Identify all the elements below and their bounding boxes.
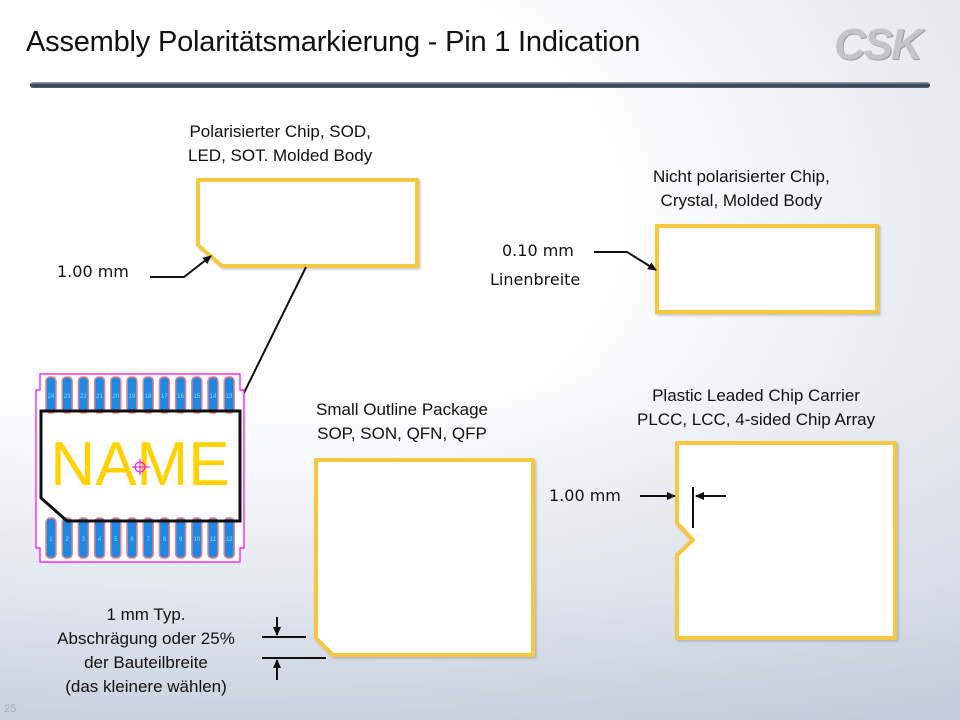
pad xyxy=(207,517,219,559)
silkscreen-body-outline xyxy=(39,409,242,523)
caption-line: Crystal, Molded Body xyxy=(660,191,823,210)
pad-number: 4 xyxy=(98,537,102,543)
sop-outline xyxy=(314,458,535,657)
pad-number: 22 xyxy=(80,394,87,400)
pad xyxy=(223,517,235,559)
note-line: der Bauteilbreite xyxy=(84,653,208,672)
pad xyxy=(110,517,122,559)
plcc-outline xyxy=(675,441,897,640)
origin-marker xyxy=(132,459,150,475)
pad-number: 10 xyxy=(193,537,200,543)
caption-line: Small Outline Package xyxy=(316,400,488,419)
pad-number: 20 xyxy=(112,394,119,400)
polarized-chip-outline xyxy=(196,178,419,268)
pad xyxy=(110,376,122,414)
pad xyxy=(61,517,73,559)
non-polarized-chip-outline xyxy=(655,224,879,314)
pad xyxy=(142,517,154,559)
pad xyxy=(158,517,171,559)
non-polarized-dimension: 0.10 mm xyxy=(502,241,574,260)
pad xyxy=(93,376,106,414)
pad xyxy=(77,376,90,414)
chamfer-dimension xyxy=(262,617,326,680)
pad xyxy=(93,517,106,559)
pad xyxy=(126,376,138,414)
pad xyxy=(191,376,203,414)
pad xyxy=(45,517,57,559)
pad xyxy=(223,376,235,414)
slide-title: Assembly Polaritätsmarkierung - Pin 1 In… xyxy=(26,26,641,58)
pad-number: 19 xyxy=(129,394,136,400)
csk-logo: CSK xyxy=(834,20,923,69)
pad xyxy=(174,376,187,414)
pad-number: 9 xyxy=(179,537,183,543)
title-divider xyxy=(30,82,930,88)
pad-number: 6 xyxy=(130,537,134,543)
pad xyxy=(77,517,90,559)
pad-number: 5 xyxy=(114,537,118,543)
caption-line: Nicht polarisierter Chip, xyxy=(653,167,830,186)
line-width-note: Linenbreite xyxy=(490,270,581,289)
pad xyxy=(158,376,171,414)
caption-line: Polarisierter Chip, SOD, xyxy=(189,122,371,141)
plcc-dimension-label: 1.00 mm xyxy=(549,486,621,505)
pad-number: 18 xyxy=(145,394,152,400)
polarized-chip-leader xyxy=(150,255,212,278)
pad-number: 13 xyxy=(226,394,233,400)
non-polarized-chip-caption: Nicht polarisierter Chip, Crystal, Molde… xyxy=(653,165,830,213)
pad-number: 3 xyxy=(82,537,86,543)
pad-number: 15 xyxy=(193,394,200,400)
pad-number: 24 xyxy=(48,394,55,400)
pad xyxy=(191,517,203,559)
pad-number: 12 xyxy=(226,537,233,543)
pad-number: 14 xyxy=(210,394,217,400)
pad-number: 1 xyxy=(49,537,53,543)
caption-line: Plastic Leaded Chip Carrier xyxy=(652,386,860,405)
pad-number: 23 xyxy=(64,394,71,400)
pad-number: 2 xyxy=(66,537,70,543)
pad xyxy=(207,376,219,414)
pad-number: 8 xyxy=(163,537,167,543)
sop-caption: Small Outline Package SOP, SON, QFN, QFP xyxy=(316,398,488,446)
pad xyxy=(45,376,57,414)
non-polarized-leader xyxy=(594,251,657,271)
note-line: (das kleinere wählen) xyxy=(65,677,227,696)
pad-number: 7 xyxy=(147,537,151,543)
pad xyxy=(126,517,138,559)
plcc-dimension xyxy=(640,487,726,528)
pad-number: 17 xyxy=(161,394,168,400)
page-number: 25 xyxy=(4,703,17,715)
pad xyxy=(61,376,73,414)
polarized-chip-dimension: 1.00 mm xyxy=(57,262,129,281)
pad-number: 11 xyxy=(210,537,217,543)
polarized-chip-caption: Polarisierter Chip, SOD, LED, SOT. Molde… xyxy=(188,120,372,168)
chamfer-note: 1 mm Typ. Abschrägung oder 25% der Baute… xyxy=(30,603,262,699)
polarized-to-footprint-arrow xyxy=(237,266,307,406)
caption-line: SOP, SON, QFN, QFP xyxy=(317,424,487,443)
pad-number: 21 xyxy=(96,394,103,400)
caption-line: PLCC, LCC, 4-sided Chip Array xyxy=(637,410,876,429)
note-line: 1 mm Typ. xyxy=(106,605,186,624)
pad xyxy=(142,376,154,414)
pad-number: 16 xyxy=(177,394,184,400)
caption-line: LED, SOT. Molded Body xyxy=(188,146,373,165)
note-line: Abschrägung oder 25% xyxy=(57,629,235,648)
pad xyxy=(174,517,187,559)
plcc-caption: Plastic Leaded Chip Carrier PLCC, LCC, 4… xyxy=(637,384,875,432)
